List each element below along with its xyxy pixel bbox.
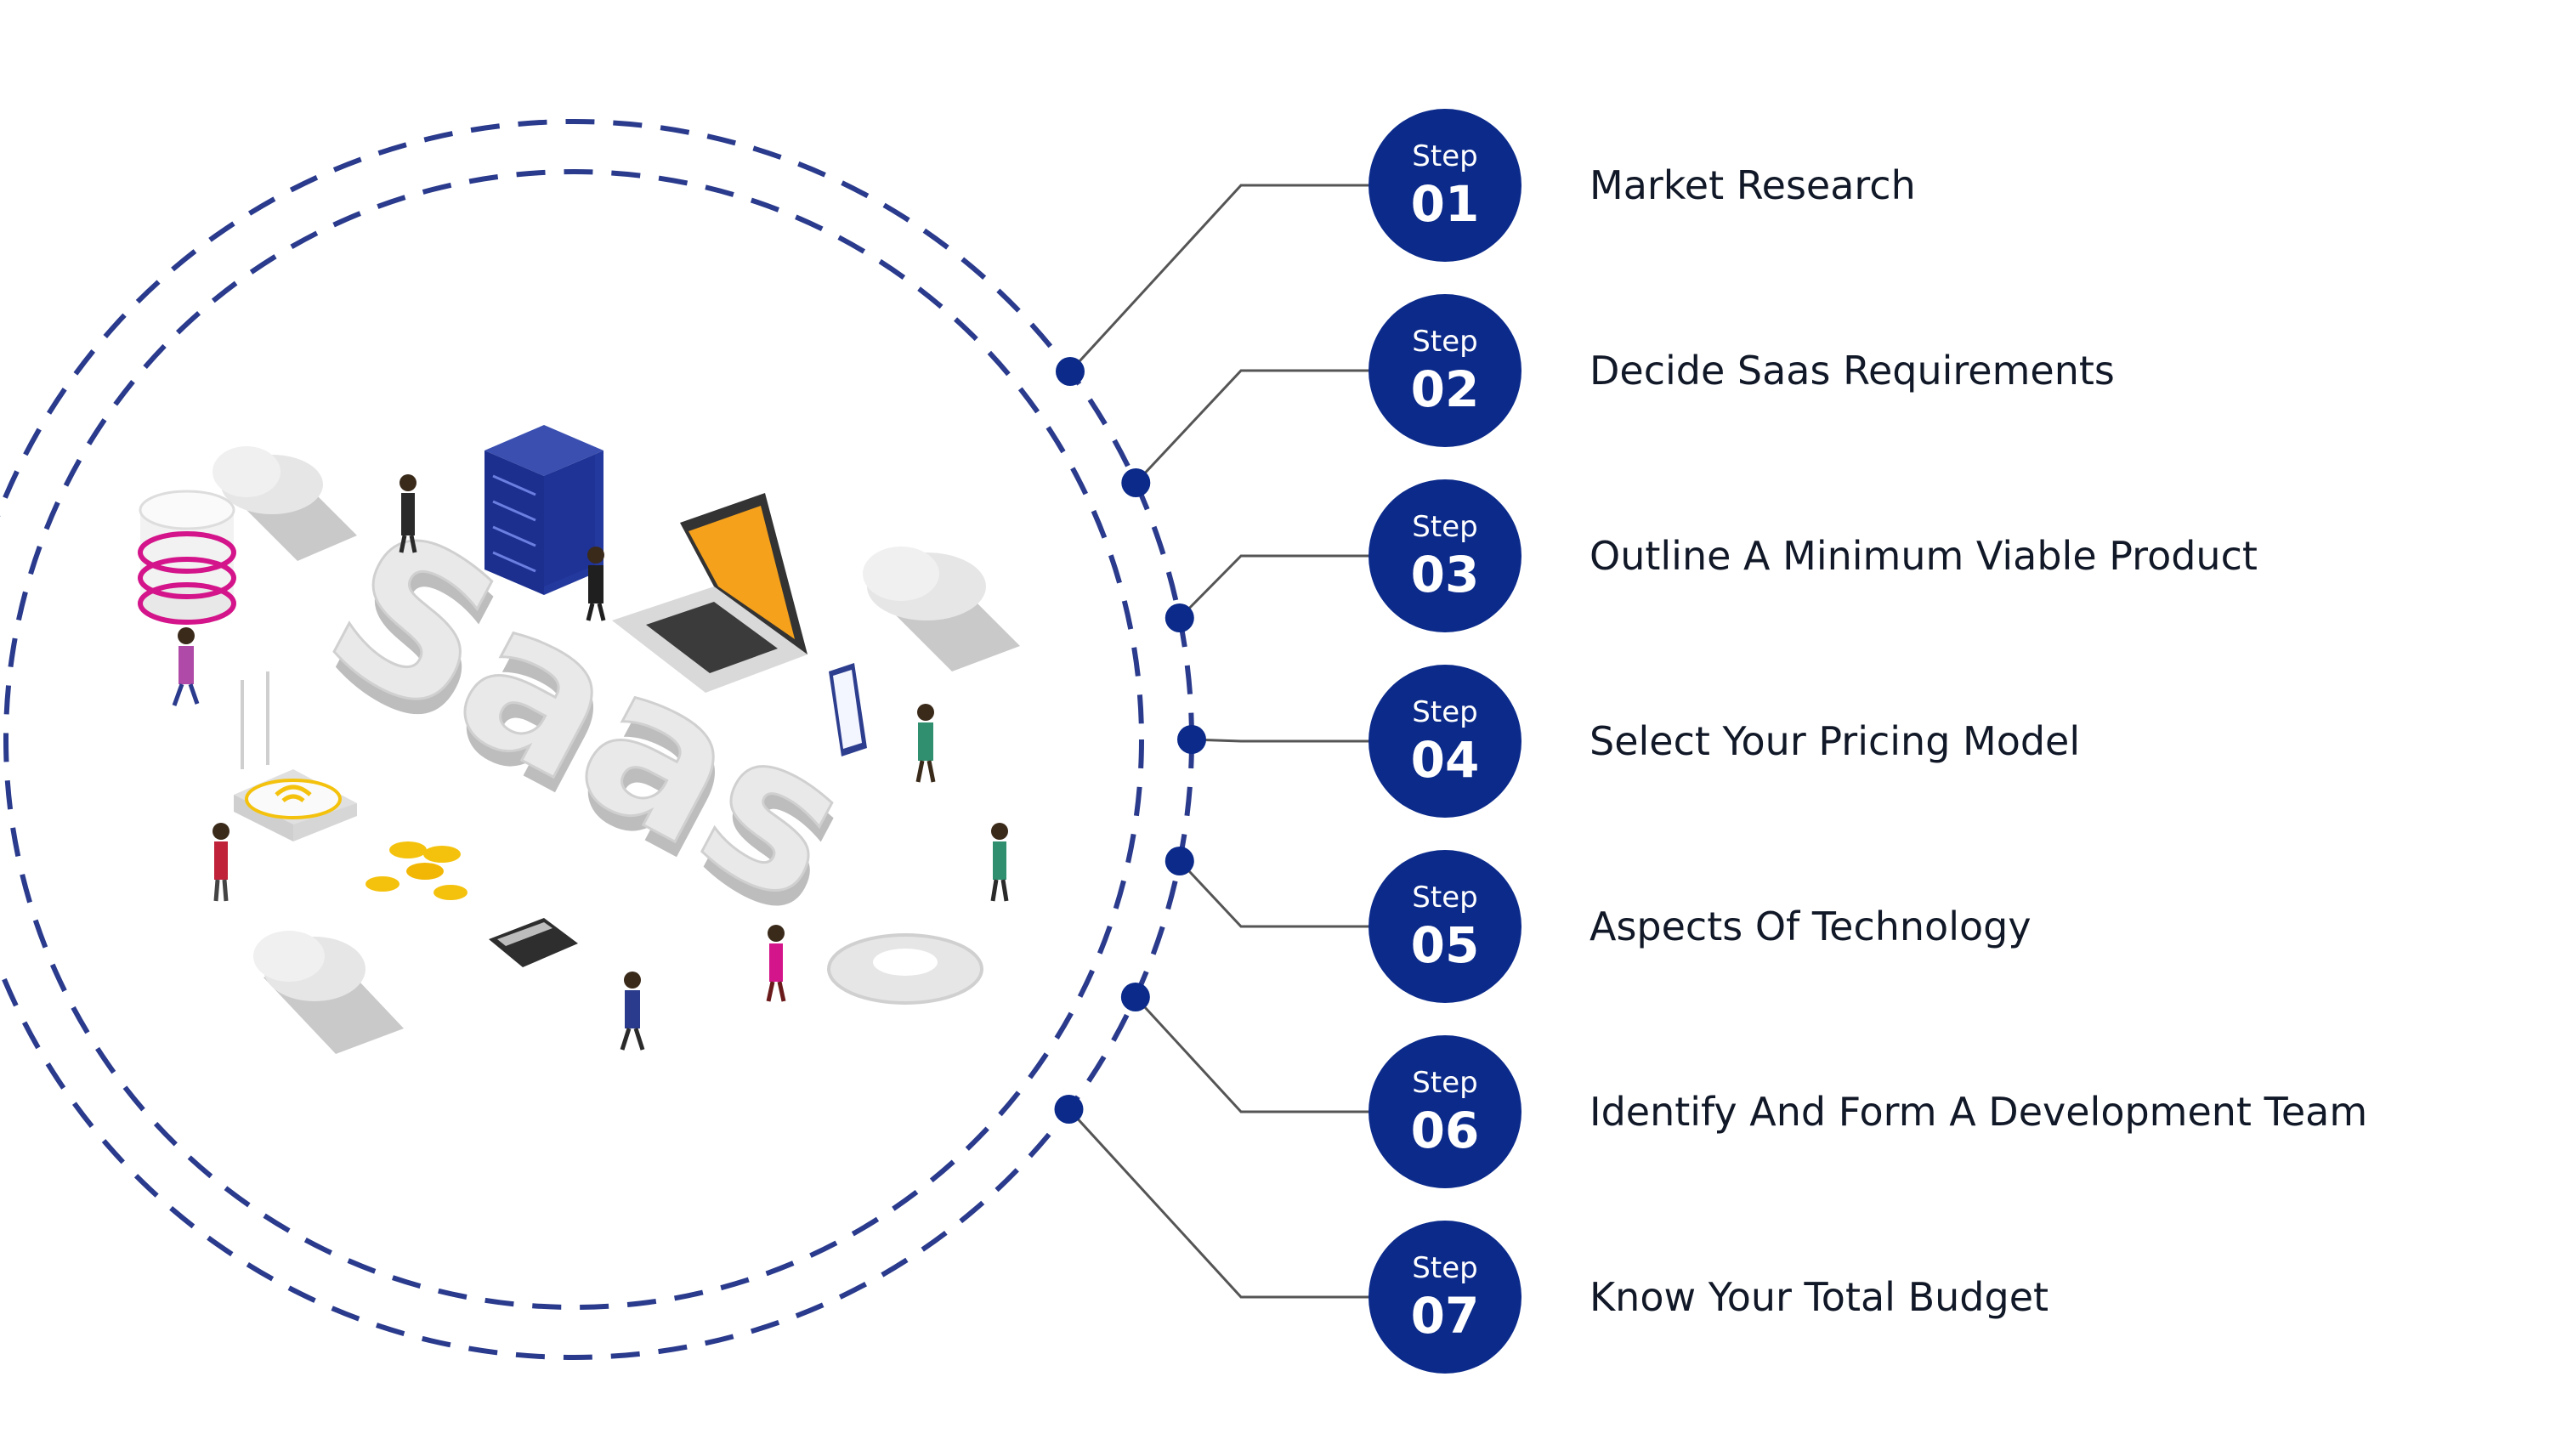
server-rack-icon bbox=[484, 425, 604, 595]
cloud-icon bbox=[253, 931, 404, 1054]
step-badge bbox=[1368, 479, 1522, 632]
step-label: Select Your Pricing Model bbox=[1590, 718, 2080, 764]
person-icon bbox=[915, 704, 936, 783]
step-label: Decide Saas Requirements bbox=[1590, 348, 2115, 394]
step-label: Market Research bbox=[1590, 162, 1916, 208]
person-icon bbox=[399, 474, 417, 553]
step-badge bbox=[1368, 1221, 1522, 1374]
step-connector-line bbox=[1068, 1108, 1368, 1299]
step-badge-word: Step bbox=[1412, 881, 1477, 915]
step-badge-number: 01 bbox=[1411, 175, 1480, 233]
step-ring-dot bbox=[1164, 847, 1194, 875]
step-badge-number: 04 bbox=[1411, 731, 1480, 789]
saas-illustration: Saas Saas bbox=[138, 302, 1020, 1054]
person-icon bbox=[212, 823, 230, 902]
step-connector-line bbox=[1068, 184, 1368, 373]
step-badge bbox=[1368, 665, 1522, 818]
coins-icon bbox=[366, 841, 468, 900]
step-ring-dot bbox=[1055, 357, 1085, 386]
person-icon bbox=[766, 925, 786, 1002]
step-label: Identify And Form A Development Team bbox=[1590, 1089, 2367, 1135]
step-badge-number: 06 bbox=[1411, 1102, 1480, 1159]
laptop-icon bbox=[612, 302, 808, 693]
step-ring-dot bbox=[1121, 468, 1151, 497]
step-badge-number: 07 bbox=[1411, 1287, 1480, 1345]
step-connector-line bbox=[1178, 859, 1368, 928]
step-badge bbox=[1368, 1035, 1522, 1188]
step-badge bbox=[1368, 109, 1522, 262]
step-ring-dot bbox=[1120, 983, 1150, 1011]
step-connector-line bbox=[1135, 369, 1368, 484]
calculator-icon bbox=[489, 918, 578, 967]
step-badge bbox=[1368, 850, 1522, 1003]
step-ring-dot bbox=[1164, 603, 1194, 632]
step-connector-line bbox=[1134, 995, 1368, 1113]
step-badge-word: Step bbox=[1412, 510, 1477, 544]
step-ring-dot bbox=[1177, 725, 1206, 754]
step-badge-word: Step bbox=[1412, 695, 1477, 729]
step-label: Know Your Total Budget bbox=[1590, 1274, 2048, 1320]
step-badge-number: 02 bbox=[1411, 360, 1480, 418]
step-connector-line bbox=[1178, 554, 1368, 620]
person-icon bbox=[990, 823, 1009, 902]
cloud-icon bbox=[212, 446, 357, 561]
inner-dashed-ring bbox=[3, 169, 1144, 1310]
step-connector-line bbox=[1191, 738, 1368, 743]
cloud-icon bbox=[863, 547, 1020, 671]
step-label: Aspects Of Technology bbox=[1590, 904, 2032, 949]
step-badge bbox=[1368, 294, 1522, 447]
step-badge-number: 03 bbox=[1411, 546, 1480, 603]
step-label: Outline A Minimum Viable Product bbox=[1590, 533, 2258, 579]
wifi-router-icon bbox=[234, 671, 357, 841]
person-icon bbox=[172, 627, 200, 706]
step-badge-word: Step bbox=[1412, 325, 1477, 359]
database-icon bbox=[138, 490, 236, 625]
step-ring-dot bbox=[1054, 1095, 1084, 1124]
step-badge-number: 05 bbox=[1411, 916, 1480, 974]
step-badge-word: Step bbox=[1412, 1251, 1477, 1285]
step-badge-word: Step bbox=[1412, 1066, 1477, 1100]
person-icon bbox=[620, 972, 645, 1051]
mobile-phone-icon bbox=[829, 663, 867, 756]
gear-icon bbox=[827, 933, 983, 1005]
step-badge-word: Step bbox=[1412, 139, 1477, 173]
person-icon bbox=[586, 547, 606, 621]
